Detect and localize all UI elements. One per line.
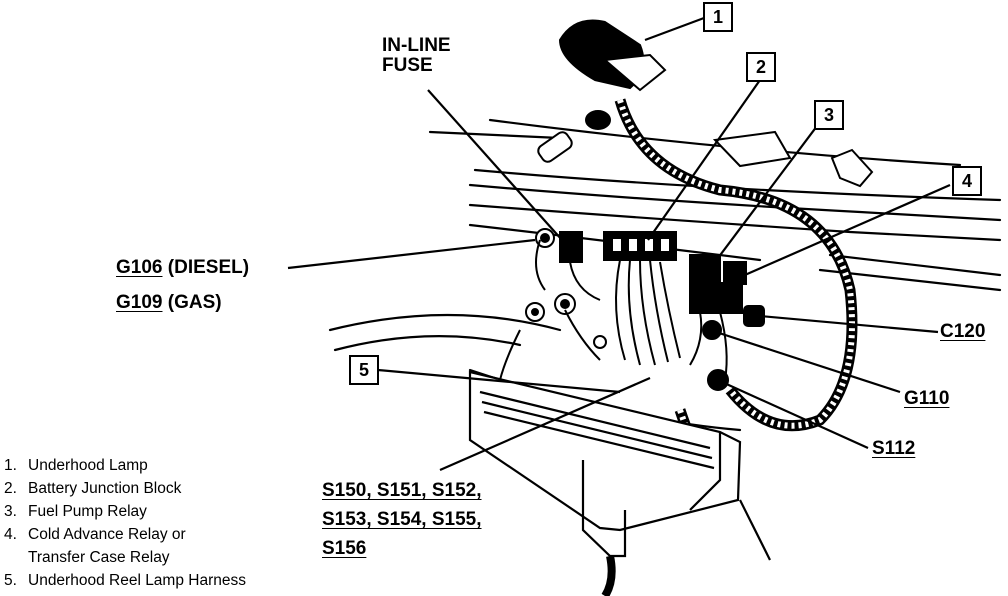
- legend-item-4: 4.Cold Advance Relay or: [4, 526, 186, 543]
- callout-4: 4: [952, 166, 982, 196]
- leader-g106: [287, 238, 536, 270]
- legend-item-5: 5.Underhood Reel Lamp Harness: [4, 572, 246, 589]
- left-hose-curve: [328, 313, 562, 332]
- callout-5: 5: [349, 355, 379, 385]
- panel-line-short: [428, 130, 562, 140]
- leader-5: [377, 368, 621, 394]
- fender-line-upper: [468, 183, 1002, 222]
- callout-3: 3: [814, 100, 844, 130]
- legend-item-2: 2.Battery Junction Block: [4, 480, 182, 497]
- g109-note: (GAS): [167, 292, 222, 313]
- reel-lamp-housing: [468, 370, 771, 596]
- splice-line-2: S153, S154, S155,: [322, 509, 482, 530]
- inline-fuse-shape: [535, 228, 583, 263]
- splice-label: S150, S151, S152, S153, S154, S155, S156: [322, 476, 482, 563]
- leader-s112: [721, 380, 869, 450]
- s112-label: S112: [872, 438, 916, 459]
- c120-label: C120: [940, 321, 986, 342]
- inline-fuse-label-line-2: FUSE: [382, 55, 433, 76]
- inline-fuse-label: IN-LINE FUSE: [382, 36, 451, 76]
- leader-1: [644, 16, 705, 42]
- leader-splices: [439, 376, 651, 472]
- splice-line-3: S156: [322, 538, 367, 559]
- radiator-support-line: [828, 253, 1002, 277]
- wire-bundle: [499, 239, 728, 381]
- leader-4: [737, 183, 951, 280]
- legend-item-4-cont: Transfer Case Relay: [28, 549, 170, 566]
- g106-code: G106: [116, 257, 163, 278]
- legend-item-1: 1.Underhood Lamp: [4, 457, 148, 474]
- callout-1: 1: [703, 2, 733, 32]
- parts-legend: 1.Underhood Lamp 2.Battery Junction Bloc…: [4, 454, 246, 592]
- callout-2: 2: [746, 52, 776, 82]
- leader-3: [714, 117, 824, 263]
- inline-fuse-label-line-1: IN-LINE: [382, 35, 451, 56]
- leader-c120: [759, 314, 939, 334]
- left-hose-curve-2: [333, 335, 522, 352]
- bracket-plates: [712, 130, 874, 188]
- connectors: [702, 305, 765, 391]
- g106-label: G106 (DIESEL): [116, 258, 249, 278]
- junction-block-shape: [603, 231, 747, 314]
- mounting-bolt-shape: [537, 110, 611, 163]
- ground-eyelets: [525, 293, 607, 349]
- legend-item-3: 3.Fuel Pump Relay: [4, 503, 147, 520]
- leader-g110: [715, 330, 901, 394]
- g106-note: (DIESEL): [167, 257, 250, 278]
- leader-lines: [287, 16, 951, 472]
- g109-label: G109 (GAS): [116, 293, 222, 313]
- g109-code: G109: [116, 292, 163, 313]
- leader-2: [647, 79, 761, 241]
- g110-label: G110: [904, 388, 950, 409]
- underhood-lamp-shape: [558, 19, 667, 92]
- splice-line-1: S150, S151, S152,: [322, 480, 482, 501]
- leader-fuse: [427, 89, 563, 241]
